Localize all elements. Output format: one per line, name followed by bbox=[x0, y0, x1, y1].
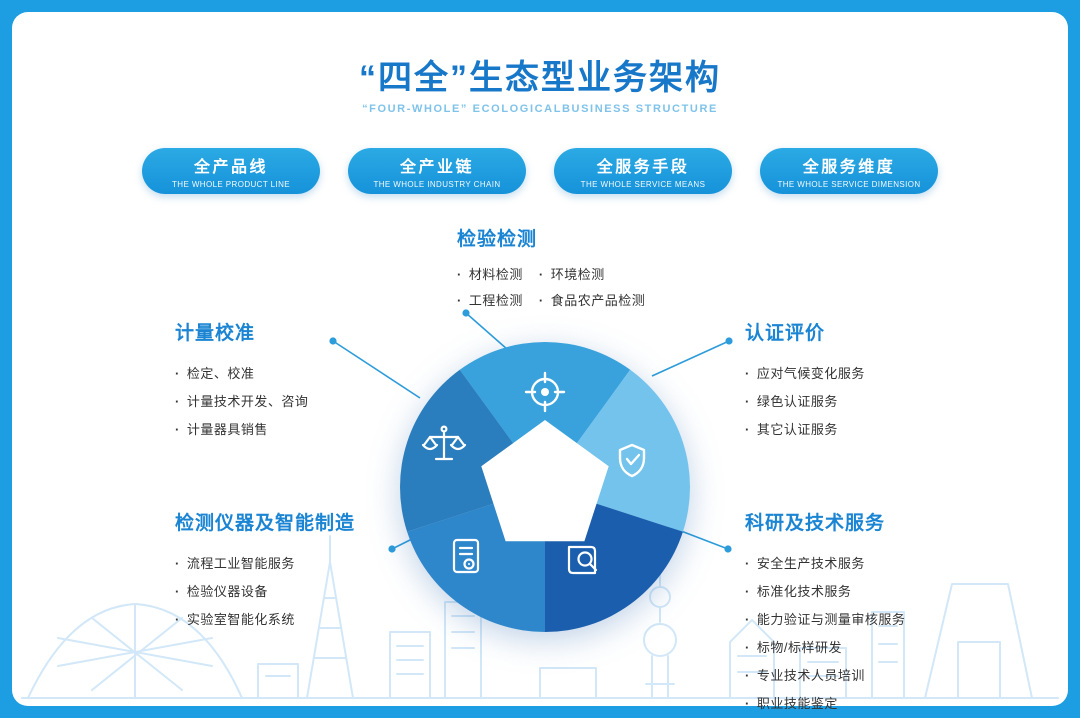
section-items: 应对气候变化服务 绿色认证服务 其它认证服务 bbox=[745, 358, 865, 442]
list-item: 应对气候变化服务 bbox=[745, 358, 865, 386]
page-title: “四全”生态型业务架构 bbox=[359, 59, 721, 97]
list-item: 安全生产技术服务 bbox=[745, 548, 905, 576]
pill-label-zh: 全服务手段 bbox=[596, 159, 690, 176]
list-item: 检验仪器设备 bbox=[175, 576, 355, 604]
section-research-technical-services: 科研及技术服务 安全生产技术服务 标准化技术服务 能力验证与测量审核服务 标物/… bbox=[745, 508, 905, 716]
section-instruments-smart-manufacturing: 检测仪器及智能制造 流程工业智能服务 检验仪器设备 实验室智能化系统 bbox=[175, 508, 355, 632]
section-title: 计量校准 bbox=[175, 323, 256, 344]
list-item: 计量器具销售 bbox=[175, 414, 308, 442]
pill-label-en: THE WHOLE INDUSTRY CHAIN bbox=[373, 180, 501, 189]
list-item: 绿色认证服务 bbox=[745, 386, 865, 414]
pill-whole-service-dimension: 全服务维度 THE WHOLE SERVICE DIMENSION bbox=[760, 148, 938, 194]
pill-label-en: THE WHOLE SERVICE DIMENSION bbox=[777, 180, 921, 189]
list-item: 流程工业智能服务 bbox=[175, 548, 355, 576]
pill-label-zh: 全服务维度 bbox=[802, 159, 896, 176]
pill-label-en: THE WHOLE PRODUCT LINE bbox=[172, 180, 290, 189]
section-items: 流程工业智能服务 检验仪器设备 实验室智能化系统 bbox=[175, 548, 355, 632]
pill-whole-industry-chain: 全产业链 THE WHOLE INDUSTRY CHAIN bbox=[348, 148, 526, 194]
list-item: 能力验证与测量审核服务 bbox=[745, 604, 905, 632]
pill-label-en: THE WHOLE SERVICE MEANS bbox=[580, 180, 706, 189]
list-item: 专业技术人员培训 bbox=[745, 660, 905, 688]
section-items: 材料检测 工程检测 环境检测 食品农产品检测 bbox=[457, 251, 645, 312]
list-item: 工程检测 bbox=[457, 286, 523, 312]
section-items: 安全生产技术服务 标准化技术服务 能力验证与测量审核服务 标物/标样研发 专业技… bbox=[745, 548, 905, 716]
list-item: 实验室智能化系统 bbox=[175, 604, 355, 632]
pill-label-zh: 全产业链 bbox=[399, 159, 474, 176]
list-item: 标准化技术服务 bbox=[745, 576, 905, 604]
section-metrology-calibration: 计量校准 检定、校准 计量技术开发、咨询 计量器具销售 bbox=[175, 318, 308, 442]
section-inspection-testing: 检验检测 材料检测 工程检测 环境检测 食品农产品检测 bbox=[457, 224, 645, 312]
pill-row: 全产品线 THE WHOLE PRODUCT LINE 全产业链 THE WHO… bbox=[0, 148, 1080, 194]
pill-whole-product-line: 全产品线 THE WHOLE PRODUCT LINE bbox=[142, 148, 320, 194]
section-title: 认证评价 bbox=[745, 323, 826, 344]
list-item: 食品农产品检测 bbox=[539, 286, 645, 312]
list-item: 检定、校准 bbox=[175, 358, 308, 386]
section-items: 检定、校准 计量技术开发、咨询 计量器具销售 bbox=[175, 358, 308, 442]
page-subtitle: “FOUR-WHOLE” ECOLOGICALBUSINESS STRUCTUR… bbox=[362, 103, 718, 115]
section-certification-evaluation: 认证评价 应对气候变化服务 绿色认证服务 其它认证服务 bbox=[745, 318, 865, 442]
pill-whole-service-means: 全服务手段 THE WHOLE SERVICE MEANS bbox=[554, 148, 732, 194]
section-title: 科研及技术服务 bbox=[745, 513, 886, 534]
section-title: 检验检测 bbox=[457, 229, 538, 250]
list-item: 材料检测 bbox=[457, 260, 523, 286]
card-background bbox=[12, 12, 1068, 706]
section-title: 检测仪器及智能制造 bbox=[175, 513, 356, 534]
list-item: 职业技能鉴定 bbox=[745, 688, 905, 716]
pill-label-zh: 全产品线 bbox=[193, 159, 268, 176]
list-item: 计量技术开发、咨询 bbox=[175, 386, 308, 414]
list-item: 标物/标样研发 bbox=[745, 632, 905, 660]
list-item: 环境检测 bbox=[539, 260, 645, 286]
list-item: 其它认证服务 bbox=[745, 414, 865, 442]
